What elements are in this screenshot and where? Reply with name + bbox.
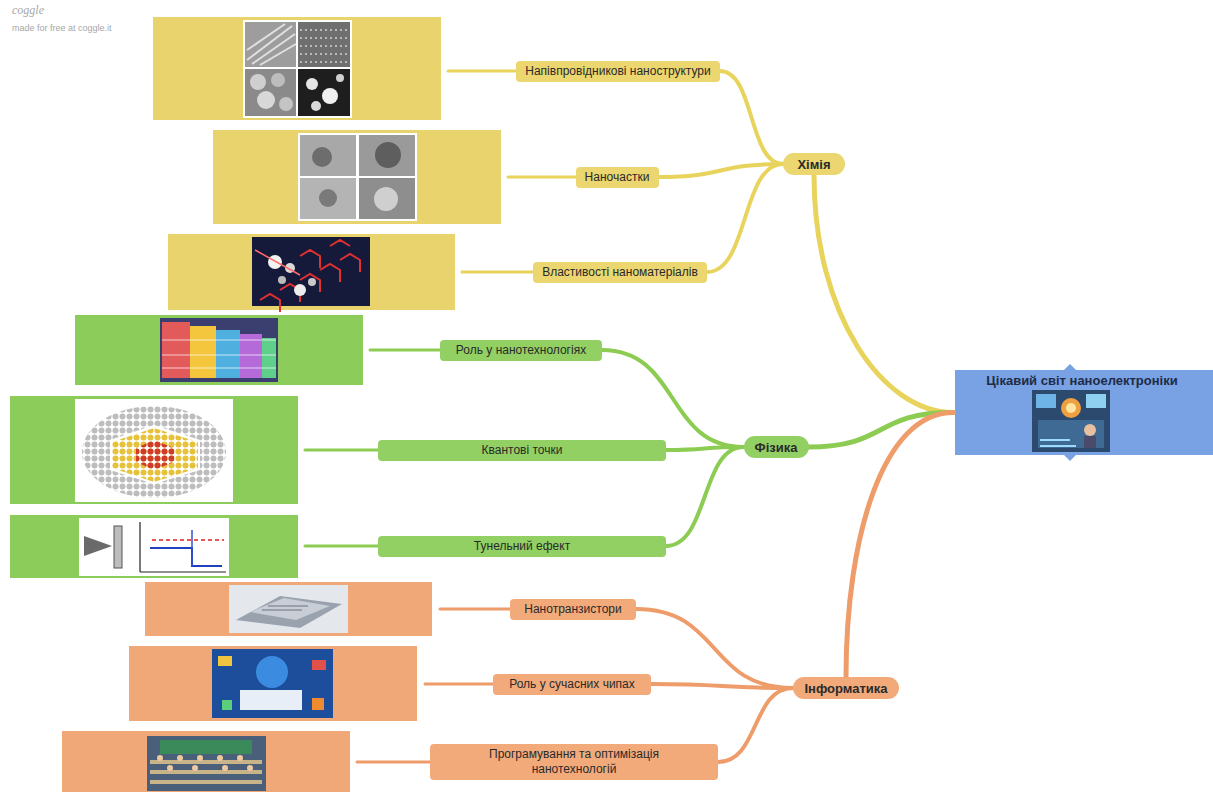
topic-text: Нанотранзистори [524,602,621,617]
branch-connector [651,684,793,688]
central-topic: Цікавий світ наноелектроніки [953,370,1211,455]
watermark: made for free at coggle.it [12,23,112,33]
subtopic-box: Наночастки [576,167,659,188]
watermark: coggle [12,3,44,18]
branch-connector [718,688,793,762]
topic-text: Програмування та оптимізація нанотехноло… [474,747,674,777]
subtopic-box: Програмування та оптимізація нанотехноло… [430,744,718,780]
branch-connector [707,164,783,272]
branch-connector [602,350,744,447]
branch-connector [636,609,793,688]
subtopic-box: Квантові точки [378,440,666,461]
branch-topic: Фізика [744,436,809,458]
topic-text: Властивості наноматеріалів [542,265,698,280]
topic-text: Фізика [755,440,798,455]
subtopic-box: Нанотранзистори [510,599,636,620]
topic-text: Роль у нанотехнологіях [456,343,586,358]
topic-text: Квантові точки [482,443,563,458]
branch-connector [720,71,783,164]
subtopic-box: Напівпровідникові наноструктури [516,61,720,82]
branch-connector [666,447,744,546]
subtopic-box: Властивості наноматеріалів [533,262,707,283]
topic-text: Хімія [797,157,830,172]
branch-topic: Хімія [783,153,845,175]
subtopic-box: Роль у сучасних чипах [493,674,651,695]
branch-topic: Інформатика [793,677,899,699]
topic-text: Роль у сучасних чипах [509,677,635,692]
subtopic-box: Тунельний ефект [378,536,666,557]
topic-text: Цікавий світ наноелектроніки [986,373,1177,388]
topic-text: Інформатика [804,681,887,696]
branch-connector [814,175,953,413]
topic-text: Наночастки [585,170,650,185]
topic-text: Напівпровідникові наноструктури [525,64,710,79]
branch-connector [846,413,953,678]
subtopic-box: Роль у нанотехнологіях [440,340,602,361]
topic-text: Тунельний ефект [474,539,570,554]
